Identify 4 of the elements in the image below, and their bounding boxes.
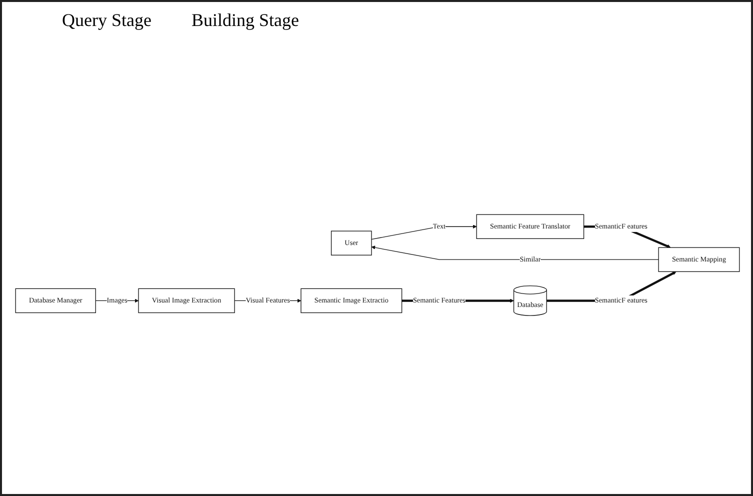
stage-label: Query Stage <box>62 10 152 31</box>
stage-label: Building Stage <box>191 10 299 31</box>
arrow <box>371 224 477 240</box>
arrow <box>371 246 659 260</box>
